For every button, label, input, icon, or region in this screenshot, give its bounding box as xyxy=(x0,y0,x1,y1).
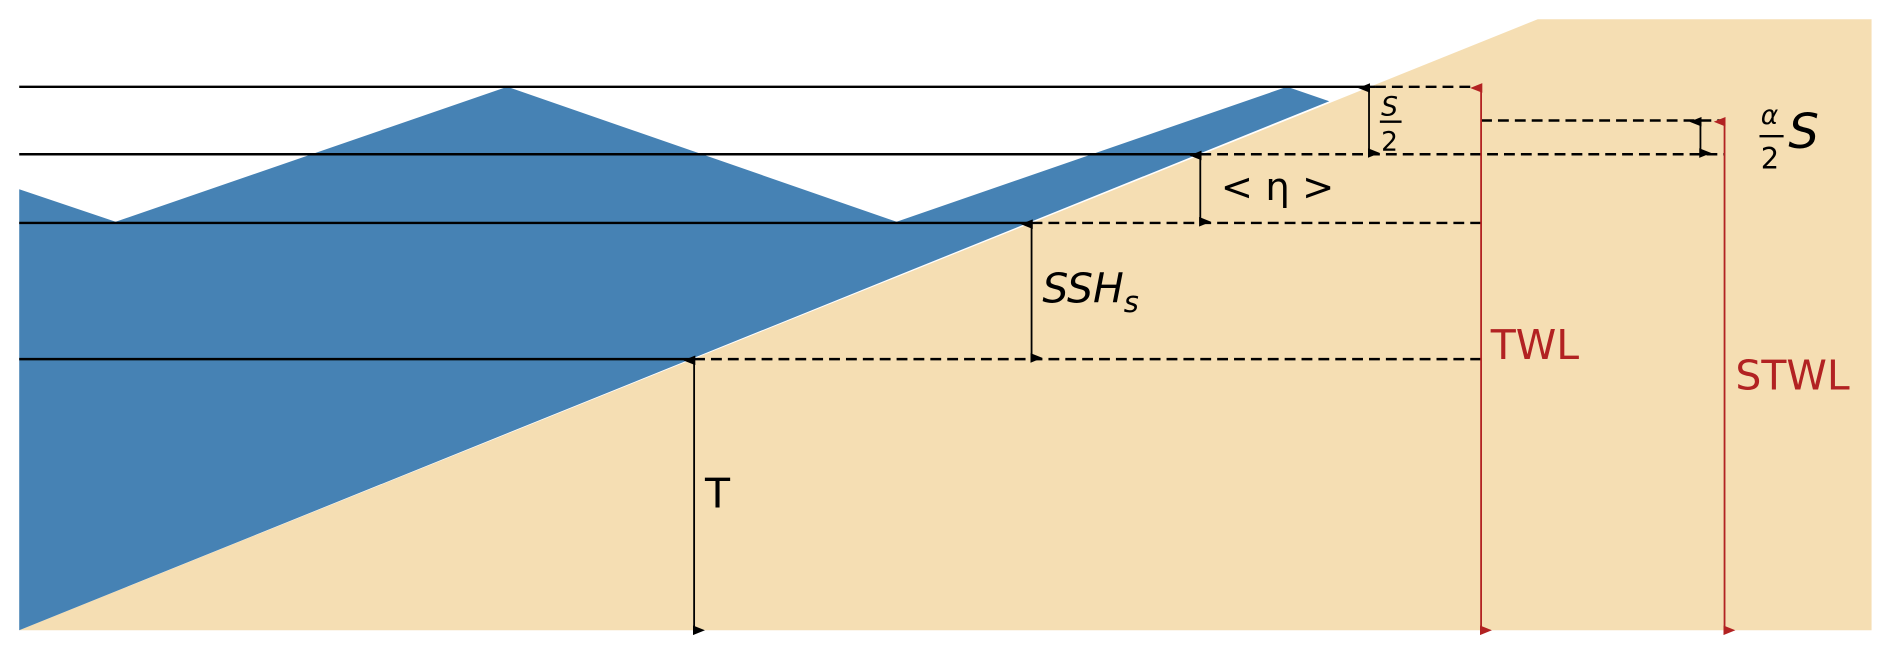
alpha-numerator: α xyxy=(1761,100,1779,131)
beach-slope xyxy=(19,19,1872,631)
swash-half-numerator: S xyxy=(1381,92,1398,123)
total-arrows xyxy=(1470,83,1736,636)
swash-half-label: S 2 xyxy=(1379,92,1402,158)
water-level-lines xyxy=(19,85,1376,361)
stwl-label: STWL xyxy=(1735,351,1850,399)
surge-label-main: SSH xyxy=(1042,264,1123,312)
dashed-extension-lines xyxy=(694,85,1725,361)
component-arrows xyxy=(683,83,1712,636)
setup-label: < η > xyxy=(1221,165,1335,210)
surge-label-subscript: s xyxy=(1124,285,1139,319)
alpha-denominator: 2 xyxy=(1761,142,1779,176)
tide-label: T xyxy=(704,469,731,517)
alpha-swash-label: α 2 S xyxy=(1759,100,1819,176)
twl-label: TWL xyxy=(1490,321,1580,369)
surge-label: SSHs xyxy=(1042,264,1138,319)
swash-half-denominator: 2 xyxy=(1381,127,1398,158)
alpha-swash-s: S xyxy=(1788,104,1819,160)
